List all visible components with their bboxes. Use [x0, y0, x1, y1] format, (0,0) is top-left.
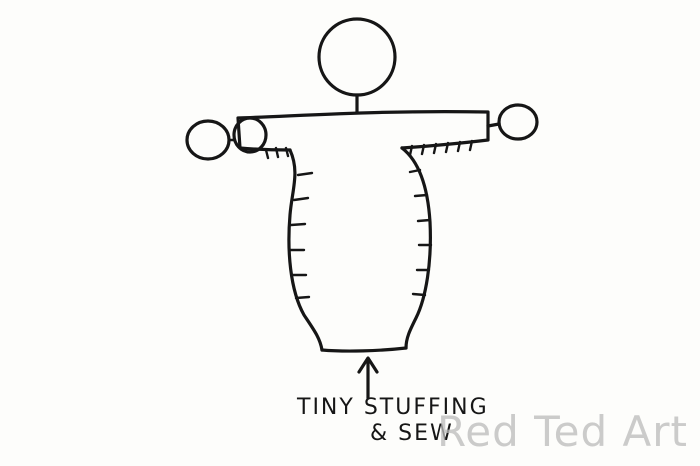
doll-right-wrist-connector — [486, 122, 501, 128]
right-arm-stitches — [408, 139, 474, 157]
left-arm-stitches — [264, 146, 290, 160]
doll-left-wrist — [232, 116, 268, 154]
doll-body-right-side — [400, 146, 432, 350]
arrow-up-icon — [357, 356, 379, 400]
note-line-2: & SEW — [370, 421, 454, 446]
doll-body-left-side — [287, 148, 324, 352]
left-body-stitches — [288, 171, 314, 300]
doll-arm-bar — [236, 110, 490, 152]
doll-left-hand — [185, 119, 231, 161]
right-body-stitches — [408, 168, 433, 297]
note-line-1: TINY STUFFING — [296, 395, 489, 420]
doll-right-hand — [497, 103, 539, 141]
doll-bottom-opening — [320, 346, 408, 353]
doll-head — [317, 17, 397, 97]
watermark-text: Red Ted Art — [437, 407, 688, 456]
